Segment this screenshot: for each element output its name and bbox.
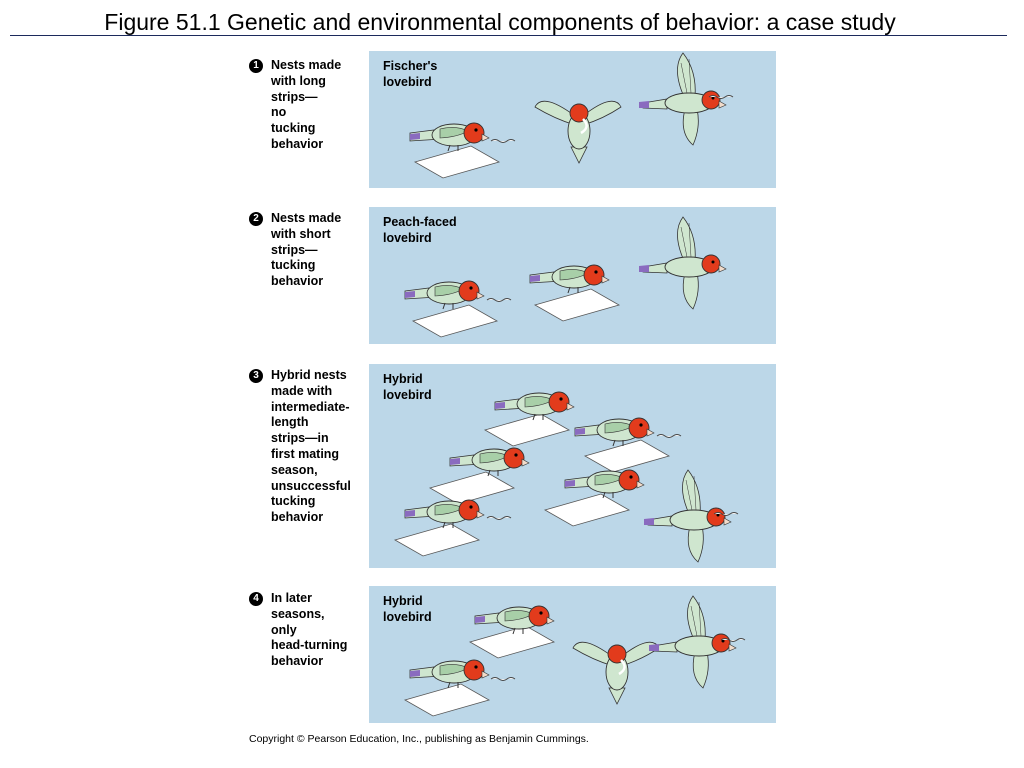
panel-label-line: Peach-faced [383,215,457,229]
step-3-line: intermediate- [271,399,350,414]
step-3-line: first mating [271,446,340,461]
step-1-line: behavior [271,136,324,151]
step-4-line: head-turning [271,638,348,653]
copyright-notice: Copyright © Pearson Education, Inc., pub… [249,733,589,745]
panel-label: Peach-faced lovebird [383,215,457,246]
panel-label: Hybrid lovebird [383,594,432,625]
panel-label-line: lovebird [383,230,432,245]
panel-peach-faced-lovebird: Peach-faced lovebird [369,207,776,344]
panel-label-line: lovebird [383,609,432,624]
step-3-line: length [271,415,309,430]
panel-label: Fischer's lovebird [383,59,437,90]
panel-fischers-lovebird: Fischer's lovebird [369,51,776,188]
step-1-number-badge: 1 [249,59,263,73]
step-3-line: Hybrid nests [271,368,347,382]
step-4-line: In later [271,591,312,605]
step-3-line: strips—in [271,431,329,446]
step-1-line: no [271,105,287,120]
step-2-line: behavior [271,274,324,289]
title-divider [10,35,1007,36]
step-2-line: tucking [271,258,316,273]
step-3-line: made with [271,383,333,398]
panel-label-line: lovebird [383,387,432,402]
step-2-line: with short [271,226,331,241]
panel-hybrid-lovebird-later-seasons: Hybrid lovebird [369,586,776,723]
step-1-line: strips— [271,89,318,104]
step-4-line: behavior [271,654,324,669]
step-4-line: only [271,622,297,637]
panel-label-line: Hybrid [383,372,423,386]
step-3-line: behavior [271,510,324,525]
panel-label: Hybrid lovebird [383,372,432,403]
step-3-number-badge: 3 [249,369,263,383]
step-1-line: Nests made [271,58,342,72]
step-4-number-badge: 4 [249,592,263,606]
panel-label-line: Fischer's [383,59,438,73]
panel-label-line: lovebird [383,74,432,89]
step-2-number-badge: 2 [249,212,263,226]
step-2-line: strips— [271,242,318,257]
step-4-line: seasons, [271,606,325,621]
panel-label-line: Hybrid [383,594,423,608]
step-1-line: tucking [271,121,316,136]
panel-hybrid-lovebird-first-season: Hybrid lovebird [369,364,776,568]
step-2-line: Nests made [271,211,342,225]
step-3-line: tucking [271,494,316,509]
step-3-line: season, [271,462,318,477]
figure-title: Figure 51.1 Genetic and environmental co… [104,9,896,35]
step-3-line: unsuccessful [271,478,351,493]
step-1-line: with long [271,73,326,88]
